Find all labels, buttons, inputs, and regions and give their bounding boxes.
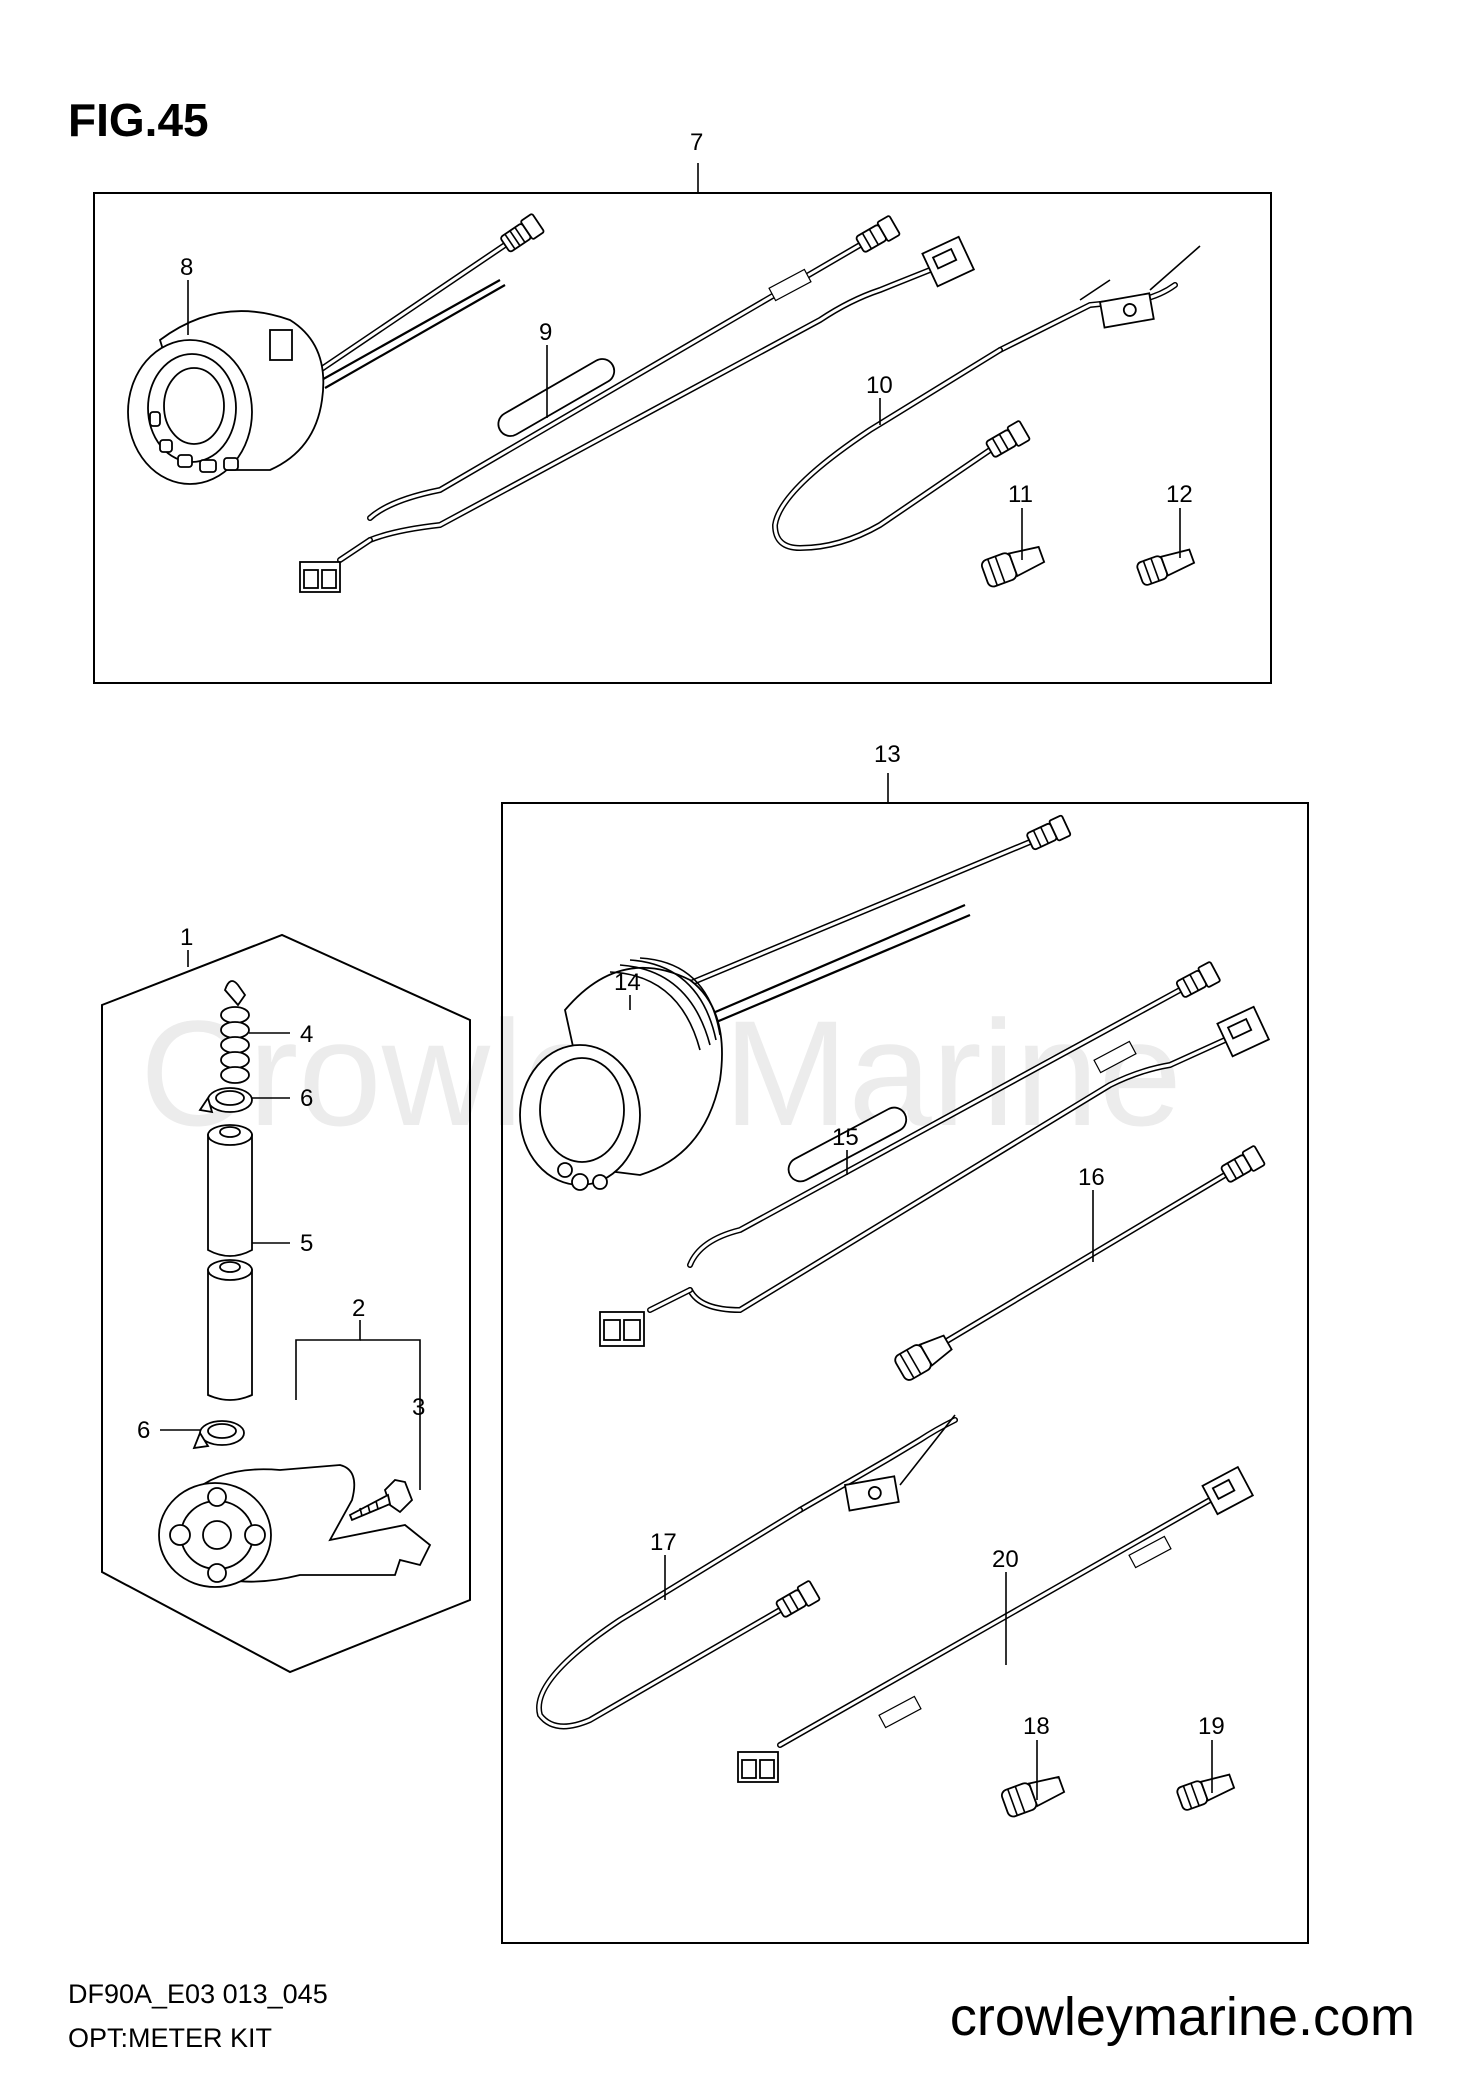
gauge-14[interactable]: [519, 814, 1072, 1191]
callout-20: 20: [992, 1546, 1019, 1573]
footer-name: OPT:METER KIT: [68, 2023, 272, 2053]
cap-18[interactable]: [1000, 1771, 1066, 1818]
spring-4[interactable]: [220, 980, 250, 1084]
callout-15: 15: [832, 1124, 859, 1151]
callout-9: 9: [539, 319, 552, 346]
kit-box-1: [101, 933, 471, 1674]
callout-7: 7: [690, 129, 703, 156]
callout-17: 17: [650, 1529, 677, 1556]
harness-15[interactable]: [599, 961, 1271, 1347]
callout-10: 10: [866, 372, 893, 399]
leader-lines: [160, 280, 1213, 1800]
callout-14: 14: [614, 969, 641, 996]
screw-3[interactable]: [348, 1479, 414, 1522]
kit-box-13: [501, 802, 1309, 1944]
pickup-fitting-2[interactable]: [158, 1464, 432, 1588]
site-link[interactable]: crowleymarine.com: [950, 1987, 1415, 2047]
figure-title: FIG.45: [68, 94, 209, 146]
callout-6-lower: 6: [137, 1417, 150, 1444]
callout-4: 4: [300, 1021, 313, 1048]
callout-18: 18: [1023, 1713, 1050, 1740]
clamp-6-lower[interactable]: [192, 1420, 245, 1450]
sensor-cable-10[interactable]: [771, 245, 1201, 552]
footer-code: DF90A_E03 013_045: [68, 1979, 328, 2009]
harness-9[interactable]: [299, 215, 976, 593]
cap-12[interactable]: [1136, 545, 1196, 586]
cap-11[interactable]: [980, 541, 1046, 588]
callout-19: 19: [1198, 1713, 1225, 1740]
callout-1: 1: [180, 924, 193, 951]
callout-8: 8: [180, 254, 193, 281]
kit-box-7: [93, 192, 1272, 684]
adapter-harness-20[interactable]: [737, 1465, 1255, 1783]
clamp-6-upper[interactable]: [198, 1087, 253, 1114]
callout-6-upper: 6: [300, 1085, 313, 1112]
cap-19[interactable]: [1176, 1770, 1236, 1811]
gauge-8[interactable]: [127, 213, 545, 485]
callout-16: 16: [1078, 1164, 1105, 1191]
hose-5[interactable]: [207, 1124, 253, 1401]
callout-13: 13: [874, 741, 901, 768]
extension-cable-16[interactable]: [893, 1145, 1266, 1382]
sensor-cable-17[interactable]: [536, 1414, 958, 1730]
callout-3: 3: [412, 1394, 425, 1421]
callout-2: 2: [352, 1295, 365, 1322]
callout-12: 12: [1166, 481, 1193, 508]
callout-11: 11: [1008, 481, 1033, 508]
callout-5: 5: [300, 1230, 313, 1257]
